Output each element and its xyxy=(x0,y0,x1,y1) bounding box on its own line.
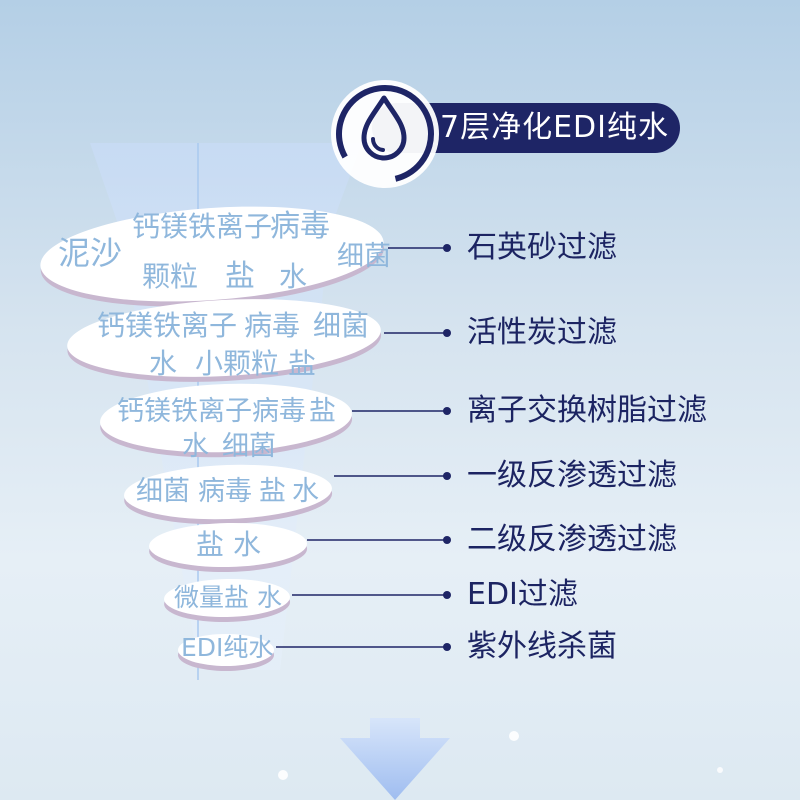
contaminant-label: 钙镁铁离子 xyxy=(97,309,238,342)
connector-dot xyxy=(443,591,451,599)
contaminant-label: 细菌 xyxy=(222,431,276,462)
down-arrow-icon xyxy=(340,718,450,800)
filter-layer-disc xyxy=(124,464,332,520)
contaminant-label: 水 xyxy=(292,476,319,507)
connector-dot xyxy=(443,472,451,480)
contaminant-label: 盐 xyxy=(259,476,286,507)
water-drop-icon xyxy=(361,95,407,161)
contaminant-label: 细菌 xyxy=(313,309,370,342)
contaminant-label: 微量盐 xyxy=(174,583,250,612)
contaminant-label: 病毒 xyxy=(270,209,330,244)
contaminant-label: 小颗粒 xyxy=(195,347,280,380)
connector-dot xyxy=(443,407,451,415)
contaminant-label: 泥沙 xyxy=(58,234,123,272)
contaminant-label: 盐 xyxy=(196,528,225,561)
title-text: 7层净化EDI纯水 xyxy=(440,110,669,145)
contaminant-label: 病毒 xyxy=(244,309,301,342)
sparkle-dot xyxy=(509,731,519,741)
contaminant-label: 盐 xyxy=(288,347,317,380)
contaminant-label: 钙镁铁离子 xyxy=(132,210,273,243)
title-badge xyxy=(331,80,680,188)
filter-layer-disc xyxy=(178,634,274,666)
contaminant-label: 水 xyxy=(233,528,262,561)
contaminant-label: 盐 xyxy=(309,396,336,427)
connector-dot xyxy=(443,643,451,651)
sparkle-dot xyxy=(278,770,288,780)
filter-layer-disc xyxy=(100,383,352,453)
contaminant-label: 盐 xyxy=(225,259,255,294)
contaminant-label: 水 xyxy=(149,347,178,380)
connector-dot xyxy=(443,536,451,544)
connector-dot xyxy=(443,329,451,337)
filter-layer-disc xyxy=(67,299,381,377)
filter-step-label: 紫外线杀菌 xyxy=(467,629,617,664)
filter-step-label: 活性炭过滤 xyxy=(467,315,617,350)
contaminant-label: 病毒 xyxy=(252,396,306,427)
filter-step-label: 离子交换树脂过滤 xyxy=(467,393,707,428)
filter-step-label: 石英砂过滤 xyxy=(467,230,617,265)
contaminant-label: 细菌 xyxy=(337,241,391,272)
contaminant-label: 细菌 xyxy=(136,476,190,507)
contaminant-label: 水 xyxy=(182,431,209,462)
contaminant-label: 水 xyxy=(257,583,283,612)
filter-layer-disc xyxy=(149,522,307,568)
connector-dot xyxy=(443,244,451,252)
contaminant-label: EDI纯水 xyxy=(181,633,274,662)
sparkle-dot xyxy=(717,767,723,773)
filter-layer-disc xyxy=(164,578,290,618)
contaminant-label: 颗粒 xyxy=(142,260,199,293)
filter-step-label: 二级反渗透过滤 xyxy=(467,522,677,557)
contaminant-label: 钙镁铁离子 xyxy=(117,396,252,427)
filter-step-label: EDI过滤 xyxy=(467,577,578,612)
filter-step-label: 一级反渗透过滤 xyxy=(467,458,677,493)
contaminant-label: 病毒 xyxy=(198,476,252,507)
contaminant-label: 水 xyxy=(279,260,308,293)
filter-layer-disc xyxy=(40,206,384,302)
